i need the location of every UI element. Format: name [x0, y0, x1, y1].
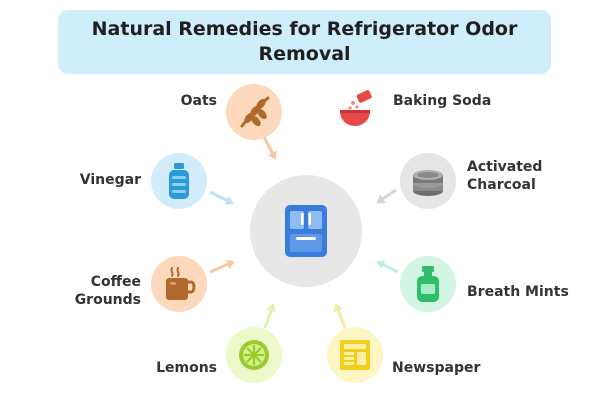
baking-soda-node: [330, 84, 380, 134]
arrow-charcoal: [376, 188, 397, 204]
newspaper-icon: [340, 340, 370, 370]
arrow-coffee: [209, 259, 235, 274]
lemon-node: [226, 327, 282, 383]
breath-mints-node: [400, 256, 456, 312]
lemon-icon: [239, 340, 269, 370]
label-baking-soda: Baking Soda: [393, 93, 492, 109]
label-newspaper: Newspaper: [392, 360, 481, 376]
oats-icon: [240, 96, 270, 128]
arrow-vinegar: [209, 190, 234, 205]
coffee-icon: [166, 267, 196, 300]
vinegar-node: [151, 153, 207, 209]
arrow-newspaper: [333, 303, 347, 329]
label-vinegar: Vinegar: [79, 172, 141, 188]
arrow-oats: [262, 136, 277, 160]
diagram-title: Natural Remedies for Refrigerator Odor R…: [91, 18, 518, 65]
refrigerator-icon: [285, 205, 327, 257]
charcoal-icon: [413, 170, 443, 196]
label-oats: Oats: [180, 93, 217, 109]
arrow-lemons: [263, 303, 276, 329]
title-banner: Natural Remedies for Refrigerator Odor R…: [58, 10, 551, 74]
baking-soda-icon: [340, 90, 372, 126]
label-coffee-grounds: Coffee Grounds: [74, 274, 141, 308]
oats-node: [226, 84, 282, 140]
breath-mints-icon: [417, 266, 439, 302]
label-breath-mints: Breath Mints: [467, 284, 569, 300]
label-activated-charcoal: Activated Charcoal: [467, 159, 543, 193]
charcoal-node: [400, 153, 456, 209]
arrow-breath-mints: [376, 260, 399, 274]
vinegar-bottle-icon: [169, 163, 189, 199]
coffee-node: [151, 256, 207, 312]
label-lemons: Lemons: [156, 360, 217, 376]
center-node: [250, 175, 362, 287]
newspaper-node: [327, 327, 383, 383]
